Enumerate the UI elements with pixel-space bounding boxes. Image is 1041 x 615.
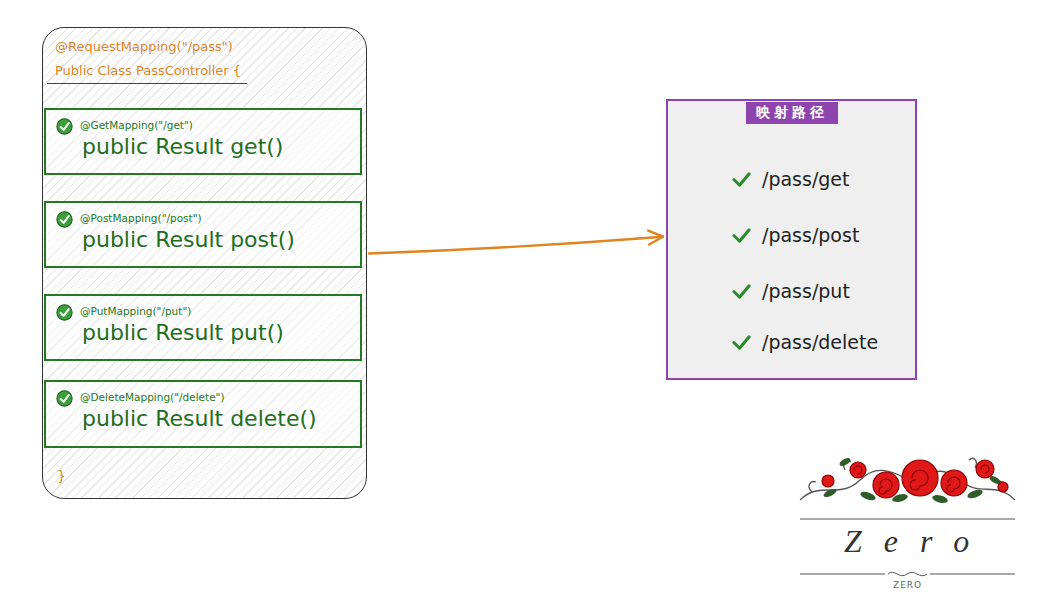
class-declaration: Public Class PassController {: [47, 63, 247, 84]
annotation-text: @GetMapping("/get"): [80, 119, 193, 131]
controller-card: @RequestMapping("/pass") Public Class Pas…: [42, 27, 367, 499]
annotation-text: @RequestMapping("/pass"): [55, 39, 233, 54]
check-icon: [56, 390, 73, 407]
annotation-text: @PostMapping("/post"): [80, 212, 202, 224]
method-box: @DeleteMapping("/delete") public Result d…: [44, 380, 362, 448]
method-signature: public Result post(): [82, 227, 295, 252]
mapped-path: /pass/put: [762, 280, 850, 302]
rose-vines: [800, 458, 1015, 500]
check-mark: [732, 170, 751, 189]
mapped-path: /pass/delete: [762, 331, 878, 353]
check-icon: [56, 304, 73, 321]
mapped-path: /pass/post: [762, 224, 859, 246]
check-icon: [56, 118, 73, 135]
method-signature: public Result put(): [82, 320, 284, 345]
logo-wordmark: Zero: [844, 523, 991, 560]
mapping-panel: 映射路径/pass/get/pass/post/pass/put/pass/de…: [666, 99, 917, 380]
logo-rules: [800, 519, 1015, 576]
check-mark: [732, 282, 751, 301]
method-signature: public Result delete(): [82, 406, 317, 431]
panel-heading: 映射路径: [746, 102, 838, 124]
method-box: @PutMapping("/put") public Result put(): [44, 294, 362, 361]
rose-leaves: [822, 456, 1001, 504]
method-signature: public Result get(): [82, 134, 283, 159]
mapped-path: /pass/get: [762, 168, 850, 190]
check-mark: [732, 333, 751, 352]
annotation-text: @DeleteMapping("/delete"): [80, 391, 225, 403]
logo-subtitle: ZERO: [893, 580, 922, 590]
roses: [822, 460, 1008, 498]
method-box: @PostMapping("/post") public Result post(…: [44, 201, 362, 268]
annotation-text: @PutMapping("/put"): [80, 305, 191, 317]
flow-arrow: [369, 231, 663, 254]
check-mark: [732, 226, 751, 245]
method-box: @GetMapping("/get") public Result get(): [44, 108, 362, 175]
check-icon: [56, 211, 73, 228]
closing-brace: }: [57, 468, 66, 484]
